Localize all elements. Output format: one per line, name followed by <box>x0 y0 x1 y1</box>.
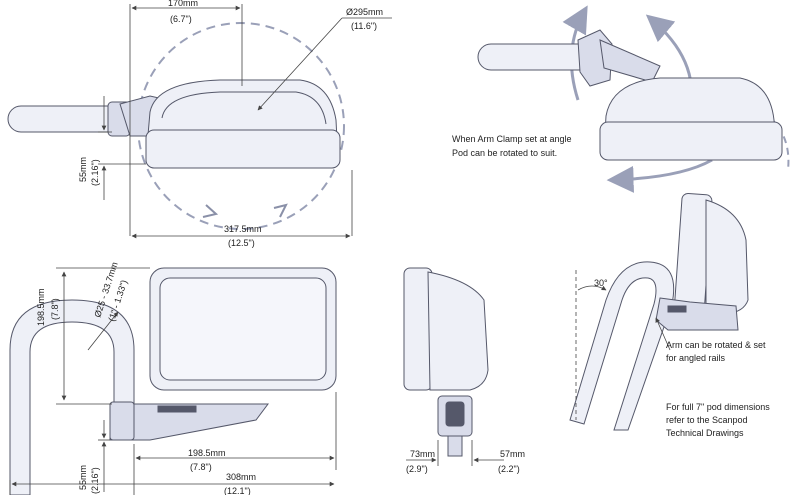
note-arm-2: for angled rails <box>666 353 726 363</box>
side-view-dims <box>406 440 504 466</box>
top-view <box>7 22 345 230</box>
dim-pod-h-mm: 198.5mm <box>36 288 46 326</box>
dim-total-in: (12.1") <box>224 486 251 495</box>
dim-diameter-in: (11.6") <box>351 21 377 31</box>
angle-label: 30° <box>594 278 608 288</box>
rotated-view <box>477 5 790 193</box>
dim-overall-in: (12.5") <box>228 238 255 248</box>
side-view <box>403 267 489 457</box>
dim-pod-w-in: (7.8") <box>190 462 212 472</box>
dim-side-d-in: (2.2") <box>498 464 520 474</box>
note-ref-2: refer to the Scanpod <box>666 415 748 425</box>
dim-height-mm: 55mm <box>78 157 88 182</box>
dim-width-in: (6.7") <box>170 14 192 24</box>
arm-tube <box>7 105 121 133</box>
dim-side-w-in: (2.9") <box>406 464 428 474</box>
note-arm-1: Arm can be rotated & set <box>666 340 766 350</box>
note-ref-3: Technical Drawings <box>666 428 744 438</box>
dim-height-in: (2.16") <box>90 159 100 186</box>
dim-overall-mm: 317.5mm <box>224 224 262 234</box>
dim-side-d-mm: 57mm <box>500 449 525 459</box>
dim-pod-w-mm: 198.5mm <box>188 448 226 458</box>
front-view-dims <box>9 267 337 495</box>
dim-pod-h-in: (7.8") <box>50 298 60 320</box>
dim-bottom-h-mm: 55mm <box>78 465 88 490</box>
angled-view <box>569 193 749 431</box>
dim-total-mm: 308mm <box>226 472 256 482</box>
note-ref-1: For full 7" pod dimensions <box>666 402 770 412</box>
angled-rail <box>569 261 675 431</box>
note-rotate-1: When Arm Clamp set at angle <box>452 134 572 144</box>
dim-diameter-mm: Ø295mm <box>346 7 383 17</box>
angle-indicator <box>575 270 671 420</box>
top-view-dims <box>98 4 392 239</box>
side-pod-body <box>427 271 489 391</box>
front-view <box>9 267 337 495</box>
dim-side-w-mm: 73mm <box>410 449 435 459</box>
dim-bottom-h-in: (2.16") <box>90 467 100 494</box>
note-rotate-2: Pod can be rotated to suit. <box>452 148 557 158</box>
dim-width-mm: 170mm <box>168 0 198 8</box>
u-rail <box>9 299 135 495</box>
